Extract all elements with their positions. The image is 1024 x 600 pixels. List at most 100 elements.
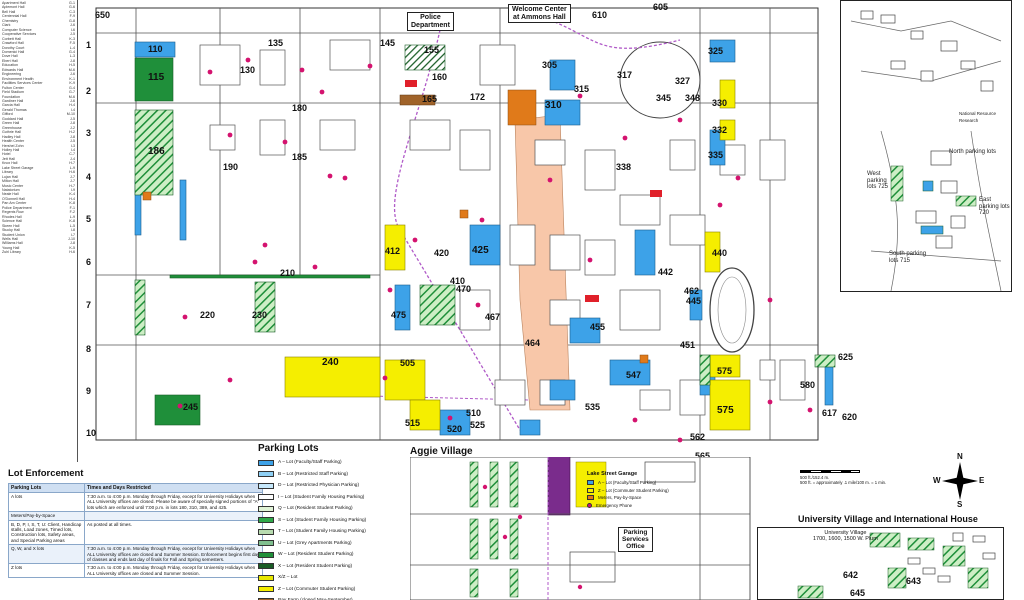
lot-455[interactable]: 455 xyxy=(590,322,606,332)
campus-map-canvas[interactable] xyxy=(80,0,836,445)
lot-580[interactable]: 580 xyxy=(800,380,816,390)
lot-617[interactable]: 617 xyxy=(822,408,838,418)
lot-345[interactable]: 345 xyxy=(656,93,672,103)
lot-165[interactable]: 165 xyxy=(422,94,438,104)
research-park-inset-map[interactable]: North parking lots West parking lots 725… xyxy=(840,0,1012,292)
lot-325[interactable]: 325 xyxy=(708,46,724,56)
lot-440[interactable]: 440 xyxy=(712,248,728,258)
lot-115[interactable]: 115 xyxy=(148,72,165,83)
lot-535[interactable]: 535 xyxy=(585,402,601,412)
lot-230[interactable]: 230 xyxy=(252,310,268,320)
lot-467[interactable]: 467 xyxy=(485,312,501,322)
lot-210[interactable]: 210 xyxy=(280,268,296,278)
lot-155[interactable]: 155 xyxy=(424,45,440,55)
lot-410[interactable]: 410 xyxy=(450,276,466,286)
lot-420[interactable]: 420 xyxy=(434,248,450,258)
lot-562[interactable]: 562 xyxy=(690,432,706,442)
lot-330[interactable]: 330 xyxy=(712,98,728,108)
lot-332[interactable]: 332 xyxy=(712,125,728,135)
lot-470[interactable]: 470 xyxy=(456,284,472,294)
aggie-village-map[interactable] xyxy=(410,457,755,600)
lot-110[interactable]: 110 xyxy=(148,44,163,54)
lot-180[interactable]: 180 xyxy=(292,103,308,113)
lot-643[interactable]: 643 xyxy=(906,576,922,586)
lot-510[interactable]: 510 xyxy=(466,408,482,418)
lot-575-south[interactable]: 575 xyxy=(717,405,734,416)
lot-462[interactable]: 462 xyxy=(684,286,700,296)
lot-515[interactable]: 515 xyxy=(405,418,421,428)
lot-145[interactable]: 145 xyxy=(380,38,396,48)
lot-575-north[interactable]: 575 xyxy=(717,366,733,376)
lot-172[interactable]: 172 xyxy=(470,92,486,102)
lot-240[interactable]: 240 xyxy=(322,357,339,368)
lot-315[interactable]: 315 xyxy=(574,84,590,94)
lot-245[interactable]: 245 xyxy=(183,402,199,412)
lot-186[interactable]: 186 xyxy=(148,146,165,157)
lot-451[interactable]: 451 xyxy=(680,340,696,350)
lot-625[interactable]: 625 xyxy=(838,352,854,362)
lot-642[interactable]: 642 xyxy=(843,570,859,580)
lot-338[interactable]: 338 xyxy=(616,162,632,172)
lot-547[interactable]: 547 xyxy=(626,370,642,380)
lot-650[interactable]: 650 xyxy=(95,10,111,20)
lot-327[interactable]: 327 xyxy=(675,76,691,86)
lot-220[interactable]: 220 xyxy=(200,310,216,320)
lot-160[interactable]: 160 xyxy=(432,72,448,82)
lot-505[interactable]: 505 xyxy=(400,358,416,368)
lot-464[interactable]: 464 xyxy=(525,338,541,348)
lot-412[interactable]: 412 xyxy=(385,246,401,256)
lot-525[interactable]: 525 xyxy=(470,420,486,430)
lot-185[interactable]: 185 xyxy=(292,152,308,162)
lot-610[interactable]: 610 xyxy=(592,10,608,20)
lot-130[interactable]: 130 xyxy=(240,65,256,75)
